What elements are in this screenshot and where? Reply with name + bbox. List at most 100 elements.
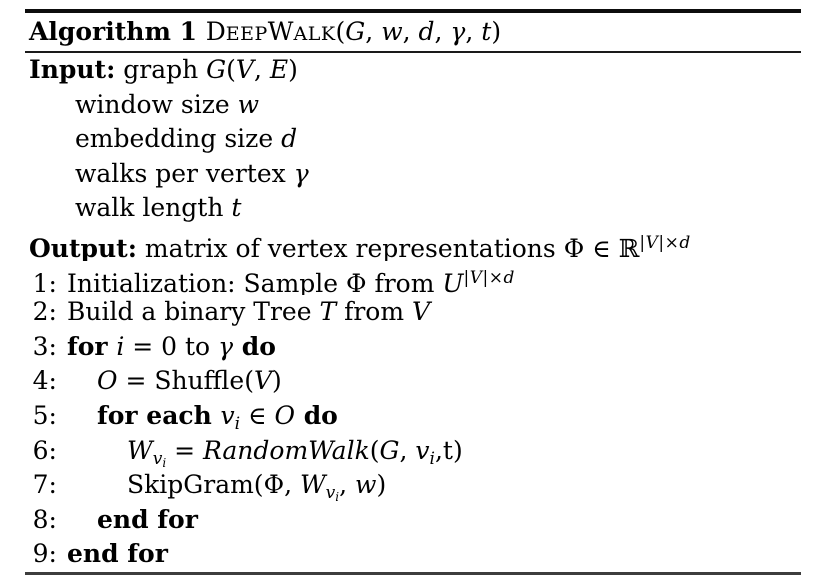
text-segment: = Shuffle( — [117, 366, 254, 396]
paren-close: ) — [288, 55, 298, 84]
text-segment: from — [366, 268, 443, 296]
paren-close: ) — [376, 470, 387, 500]
var-i: i — [116, 331, 125, 361]
line-number: 2: — [32, 297, 57, 327]
text-segment: graph — [115, 55, 207, 84]
line-number: 4: — [32, 366, 57, 396]
var-phi: Φ — [263, 470, 285, 500]
var-phi: Φ — [346, 268, 367, 296]
input-item-walk-length: walk length t — [25, 191, 801, 226]
line-number: 8: — [32, 504, 57, 534]
var-E: E — [269, 55, 289, 84]
algorithm-body: Input: graph G(V, E) window size w embed… — [25, 53, 801, 572]
line-number: 3: — [32, 331, 57, 361]
text-segment: walk length — [75, 193, 232, 223]
sup-part: |× — [658, 232, 680, 253]
element-of-symbol: ∈ — [584, 233, 619, 261]
step-line-2: 2: Build a binary Tree T from V — [25, 295, 801, 330]
input-item-walks-per-vertex: walks per vertex γ — [25, 157, 801, 192]
input-line: Input: graph G(V, E) — [25, 53, 801, 88]
algorithm-name-part: ALK — [293, 23, 336, 45]
subsub-i: i — [162, 455, 167, 469]
algorithm-args: (G, w, d, γ, t) — [336, 17, 502, 46]
exponent: |V|×d — [463, 268, 514, 288]
var-d: d — [418, 17, 435, 46]
var-G: G — [379, 435, 400, 465]
text-segment: ,t) — [434, 435, 463, 465]
algorithm-box: Algorithm 1 DEEPWALK(G, w, d, γ, t) Inpu… — [25, 9, 801, 575]
var-gamma: γ — [293, 158, 309, 188]
input-keyword: Input: — [29, 55, 116, 84]
comma: , — [434, 17, 451, 46]
comma: , — [399, 435, 416, 465]
script-W: W — [299, 470, 326, 500]
var-V: V — [253, 366, 273, 396]
algorithm-number-label: Algorithm 1 — [29, 17, 206, 46]
var-G: G — [345, 17, 366, 46]
algorithm-name-part: EEP — [225, 23, 268, 45]
script-O: O — [97, 366, 118, 396]
var-t: t — [481, 17, 492, 46]
line-number: 7: — [32, 470, 57, 500]
subsub-i: i — [335, 490, 340, 503]
keyword-do: do — [233, 331, 276, 361]
step-line-5: 5:for each vi ∈ O do — [25, 399, 801, 434]
var-phi: Φ — [563, 233, 585, 261]
var-d: d — [281, 124, 298, 154]
var-w: w — [237, 89, 260, 119]
var-v: v — [415, 435, 430, 465]
element-of-symbol: ∈ — [240, 400, 275, 430]
line-number: 6: — [32, 435, 57, 465]
function-randomwalk: RandomWalk — [203, 435, 370, 465]
script-W: W — [127, 435, 153, 465]
var-V: V — [412, 297, 431, 327]
comma: , — [284, 470, 300, 500]
step-line-6: 6:Wvi = RandomWalk(G, vi,t) — [25, 434, 801, 469]
sup-var-d: d — [679, 232, 691, 253]
var-w: w — [381, 17, 403, 46]
output-line: Output: matrix of vertex representations… — [25, 226, 801, 261]
comma: , — [253, 55, 270, 84]
keyword-for-each: for each — [97, 400, 221, 430]
line-number: 9: — [32, 539, 57, 569]
keyword-do: do — [294, 400, 338, 430]
var-v: v — [220, 400, 235, 430]
paren-close: ) — [491, 17, 502, 46]
step-line-3: 3:for i = 0 to γ do — [25, 330, 801, 365]
sub-v: v — [325, 483, 336, 503]
text-segment: Initialization: Sample — [67, 268, 347, 296]
comma: , — [465, 17, 482, 46]
keyword-for: for — [67, 331, 117, 361]
header-rule — [25, 51, 801, 53]
step-line-8: 8:end for — [25, 503, 801, 538]
step-line-4: 4: O = Shuffle(V) — [25, 364, 801, 399]
top-rule — [25, 9, 801, 13]
var-gamma: γ — [218, 331, 234, 361]
text-segment: from — [336, 297, 413, 327]
input-item-window-size: window size w — [25, 88, 801, 123]
comma: , — [365, 17, 382, 46]
real-numbers-symbol: ℝ — [618, 233, 640, 261]
output-keyword: Output: — [29, 233, 137, 261]
text-segment: Build a binary Tree — [67, 297, 320, 327]
algorithm-name-smallcaps: DEEPWALK — [206, 17, 336, 46]
sup-part: |× — [482, 267, 504, 288]
paren-open: ( — [335, 17, 346, 46]
step-line-1: 1:Initialization: Sample Φ from U|V|×d — [25, 261, 801, 296]
paren-close: ) — [272, 366, 282, 396]
var-gamma: γ — [450, 17, 466, 46]
sup-var-V: V — [645, 232, 659, 253]
paren-open: ( — [369, 435, 380, 465]
algorithm-name-part: W — [267, 17, 294, 46]
var-T: T — [319, 297, 337, 327]
keyword-end-for: end for — [67, 539, 168, 569]
script-O: O — [274, 400, 295, 430]
step-line-9: 9: end for — [25, 537, 801, 572]
sub-i: i — [429, 448, 435, 469]
var-G: G — [206, 55, 227, 84]
text-segment: = — [166, 435, 203, 465]
var-V: V — [235, 55, 254, 84]
sub-v: v — [152, 448, 163, 469]
algorithm-name-part: D — [205, 17, 226, 46]
